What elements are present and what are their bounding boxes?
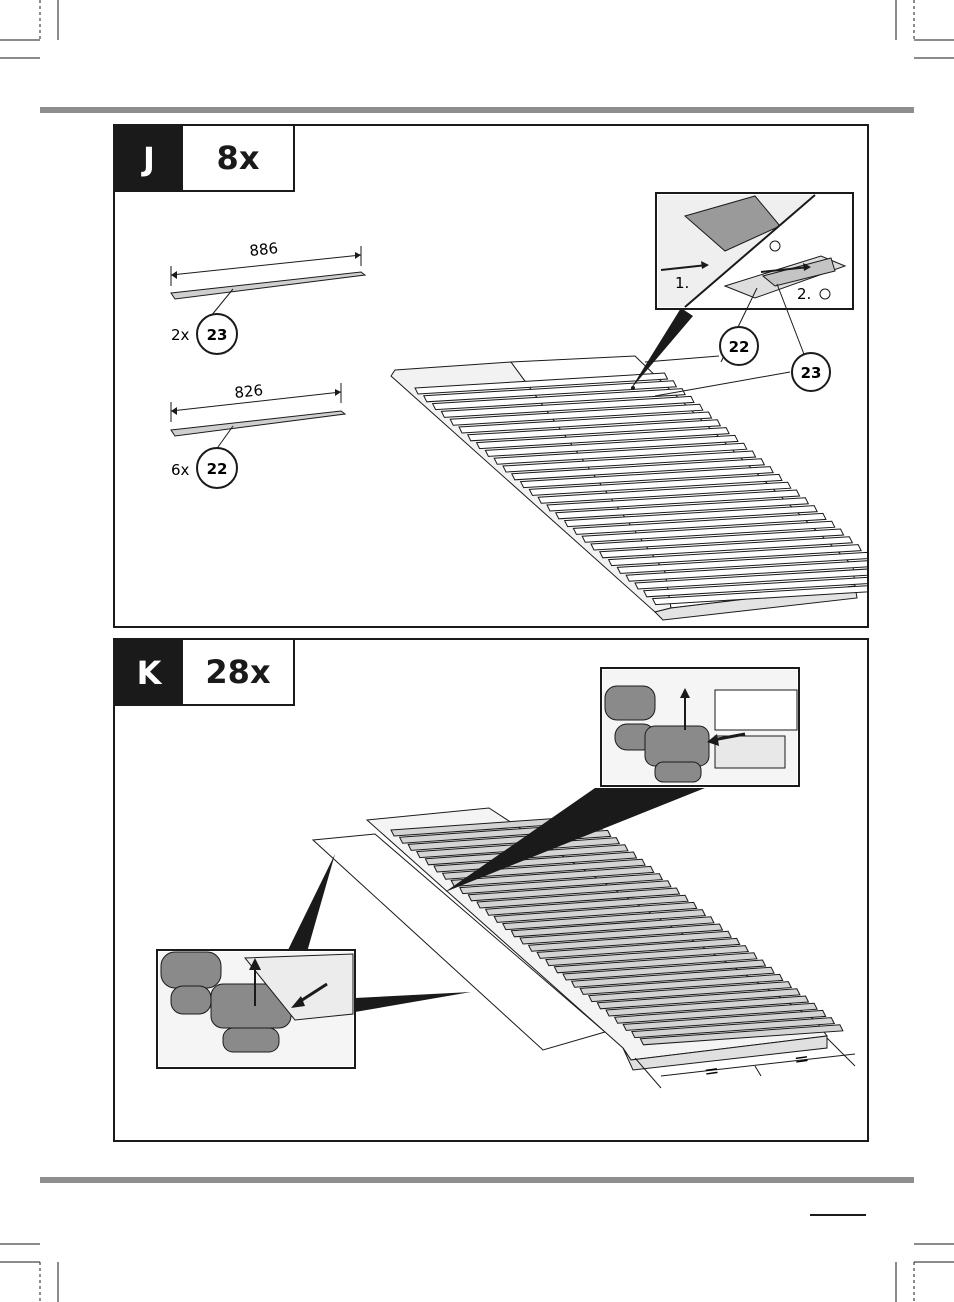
slat: [484, 894, 689, 916]
callout-23-circle: [791, 352, 831, 392]
detail-pointer-wedge: [630, 308, 693, 390]
pointer-wedge-left-a: [287, 854, 335, 952]
part-22-slat: [170, 383, 347, 455]
part-22-count: 6x: [171, 461, 190, 479]
detail-inset-j: [655, 192, 854, 310]
slat: [607, 544, 862, 567]
slat: [599, 536, 854, 559]
slat: [502, 909, 707, 931]
step-j-panel: J 8x 886 2x 23 826 6x 22: [113, 124, 869, 628]
part-22-length: 826: [234, 381, 264, 402]
slat: [467, 419, 722, 442]
slat: [605, 995, 810, 1017]
slat: [570, 966, 775, 988]
slat: [643, 576, 867, 598]
page-number: [810, 1194, 866, 1216]
part-23-count: 2x: [171, 326, 190, 344]
slat: [555, 497, 810, 520]
slat: [493, 901, 698, 923]
slat: [625, 560, 867, 582]
bottom-rule: [40, 1177, 914, 1183]
slatted-frame-j: [390, 355, 867, 621]
step-k-illustration: = =: [156, 667, 856, 1089]
slat: [590, 528, 845, 551]
callout-23: 23: [801, 364, 822, 382]
slat: [613, 1002, 818, 1024]
slat: [553, 952, 758, 974]
slat: [502, 450, 757, 473]
slat: [579, 973, 784, 995]
slat: [616, 551, 867, 574]
slat: [639, 1024, 844, 1046]
slat: [588, 981, 793, 1003]
slat: [572, 512, 827, 535]
slat: [622, 1009, 827, 1031]
callout-22: 22: [729, 338, 750, 356]
slat: [484, 434, 739, 457]
slat: [414, 372, 669, 395]
slat: [536, 937, 741, 959]
slat: [511, 458, 766, 481]
slat: [449, 403, 704, 426]
slat: [528, 473, 783, 496]
dimension-lines: [634, 1037, 856, 1089]
part-23-slat: [170, 246, 367, 317]
slat: [441, 858, 646, 880]
slat: [431, 388, 686, 411]
equal-mark-right: =: [793, 1048, 811, 1071]
detail-step-2: 2.: [797, 285, 811, 303]
slat: [423, 380, 678, 403]
step-k-letter: K: [115, 640, 183, 706]
step-k-quantity: 28x: [183, 640, 295, 706]
slat: [493, 442, 748, 465]
part-23-circle: [196, 313, 238, 355]
detail-step-1: 1.: [675, 274, 689, 292]
slat: [476, 887, 681, 909]
slat: [545, 945, 750, 967]
slat: [581, 520, 836, 543]
slat: [458, 411, 713, 434]
slat: [510, 916, 715, 938]
step-j-quantity: 8x: [183, 126, 295, 192]
slat: [562, 959, 767, 981]
slat: [475, 427, 730, 450]
equal-mark-left: =: [703, 1060, 721, 1083]
top-rule: [40, 107, 914, 113]
step-j-letter: J: [115, 126, 183, 192]
slat: [563, 505, 818, 528]
slats-j: [414, 372, 867, 606]
part-22-number: 22: [207, 460, 228, 478]
slat: [651, 585, 867, 606]
slat: [459, 873, 664, 895]
pointer-wedge-top: [445, 788, 705, 892]
callout-22-circle: [719, 326, 759, 366]
slat: [519, 466, 774, 489]
step-j-illustration: 886 2x 23 826 6x 22: [170, 192, 867, 621]
slat: [631, 1017, 836, 1039]
detail-inset-k-left: [156, 949, 356, 1069]
slat: [519, 923, 724, 945]
slat: [546, 489, 801, 512]
part-23-length: 886: [249, 239, 279, 260]
slat: [450, 865, 655, 887]
slat: [634, 568, 867, 590]
slats-k: [390, 815, 844, 1046]
slatted-frame-k: [365, 807, 844, 1071]
slat: [596, 988, 801, 1010]
part-22-circle: [196, 447, 238, 489]
slat: [527, 930, 732, 952]
slat: [440, 395, 695, 418]
slat: [537, 481, 792, 504]
part-23-number: 23: [207, 326, 228, 344]
detail-inset-k-right: [600, 667, 800, 787]
slat: [467, 880, 672, 902]
pointer-wedge-left-b: [355, 992, 471, 1012]
step-k-panel: K 28x = =: [113, 638, 869, 1142]
